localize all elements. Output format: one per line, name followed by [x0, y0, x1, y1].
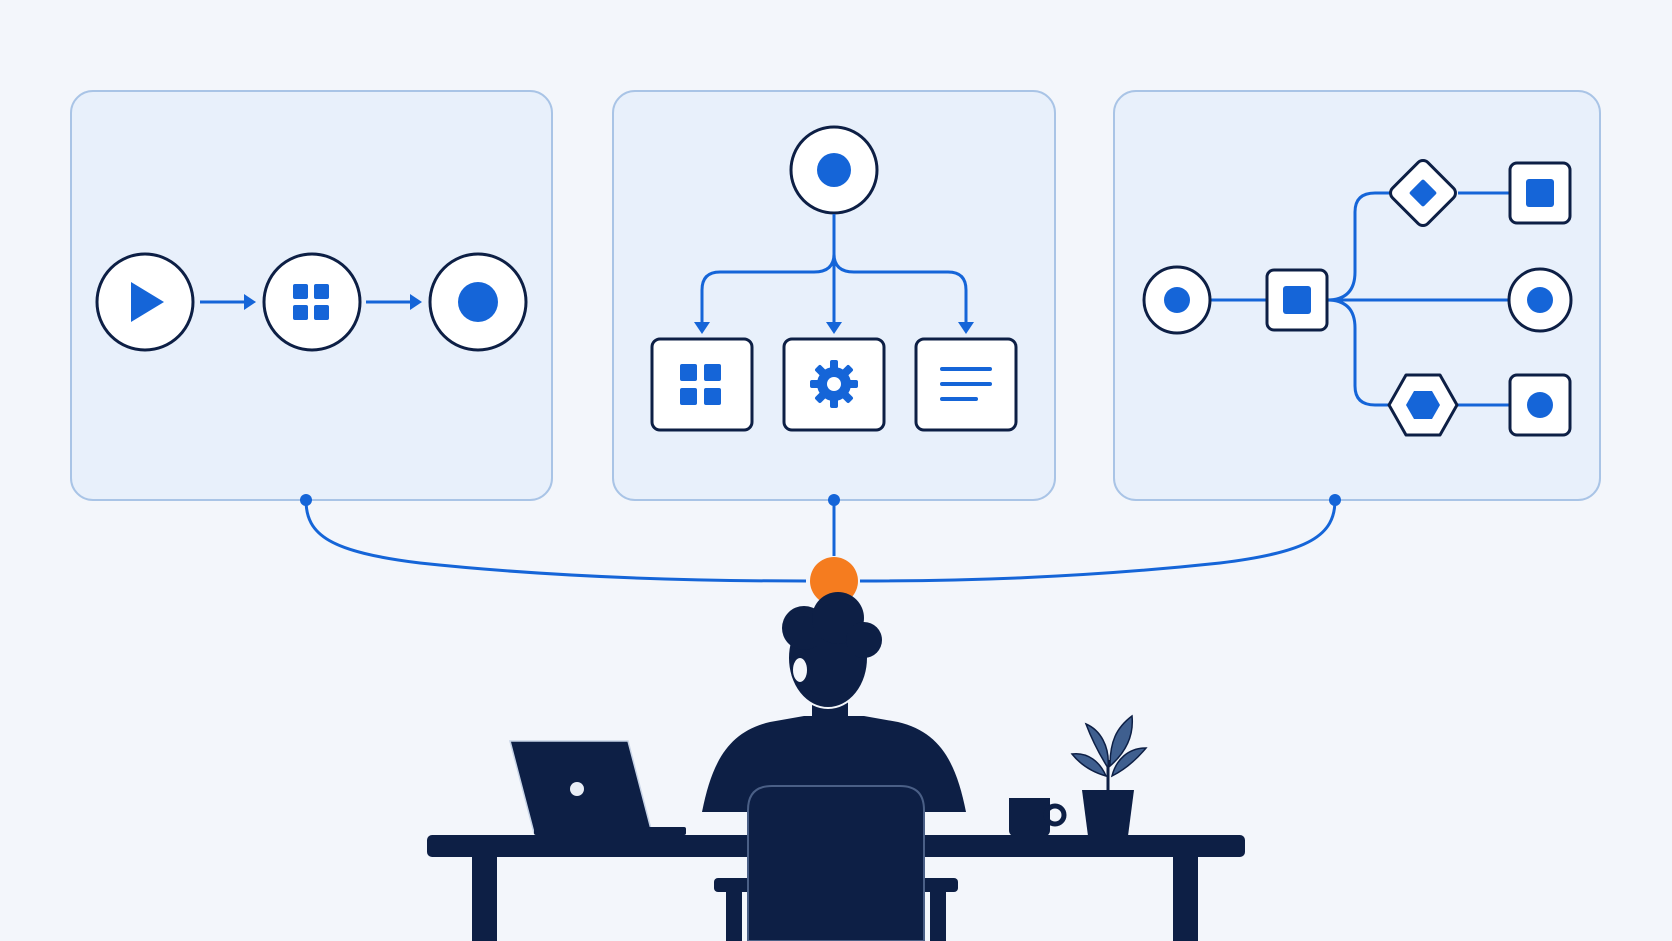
linear-flow-diagram — [95, 252, 528, 352]
dot-icon — [1164, 287, 1190, 313]
plant-icon — [1070, 714, 1148, 836]
list-icon — [940, 367, 992, 401]
laptop-icon — [509, 740, 686, 835]
square-icon — [1283, 286, 1311, 314]
dot-icon — [817, 153, 851, 187]
arrowhead-icon — [410, 294, 422, 310]
branch-connectors — [700, 214, 968, 326]
dot-icon — [1527, 287, 1553, 313]
hub-connectors — [304, 499, 1337, 583]
decision-connectors — [1210, 191, 1510, 407]
chair-icon — [714, 785, 958, 941]
process-node — [262, 252, 362, 352]
arrowhead-icon — [244, 294, 256, 310]
dot-icon — [458, 282, 498, 322]
grid-icon — [680, 364, 721, 405]
grid-node — [650, 337, 754, 432]
square-icon — [1526, 179, 1554, 207]
connector-dot — [828, 494, 840, 506]
grid-icon — [293, 284, 329, 320]
hub-node-icon — [810, 557, 858, 605]
branching-flow-diagram — [650, 125, 1018, 432]
desk-leg-left — [472, 855, 497, 941]
play-icon — [131, 282, 164, 322]
arrowhead-icons — [694, 322, 974, 334]
hexagon-icon — [1406, 391, 1440, 419]
decision-flow-diagram — [1142, 159, 1573, 437]
person-at-desk — [427, 592, 1245, 941]
diamond-icon — [1409, 179, 1437, 207]
mug-icon — [1009, 798, 1067, 836]
connector-dot — [1329, 494, 1341, 506]
gear-icon — [810, 360, 858, 408]
connector-dot — [300, 494, 312, 506]
person-head — [782, 592, 882, 724]
dot-icon — [1527, 392, 1553, 418]
desk-leg-right — [1173, 855, 1198, 941]
